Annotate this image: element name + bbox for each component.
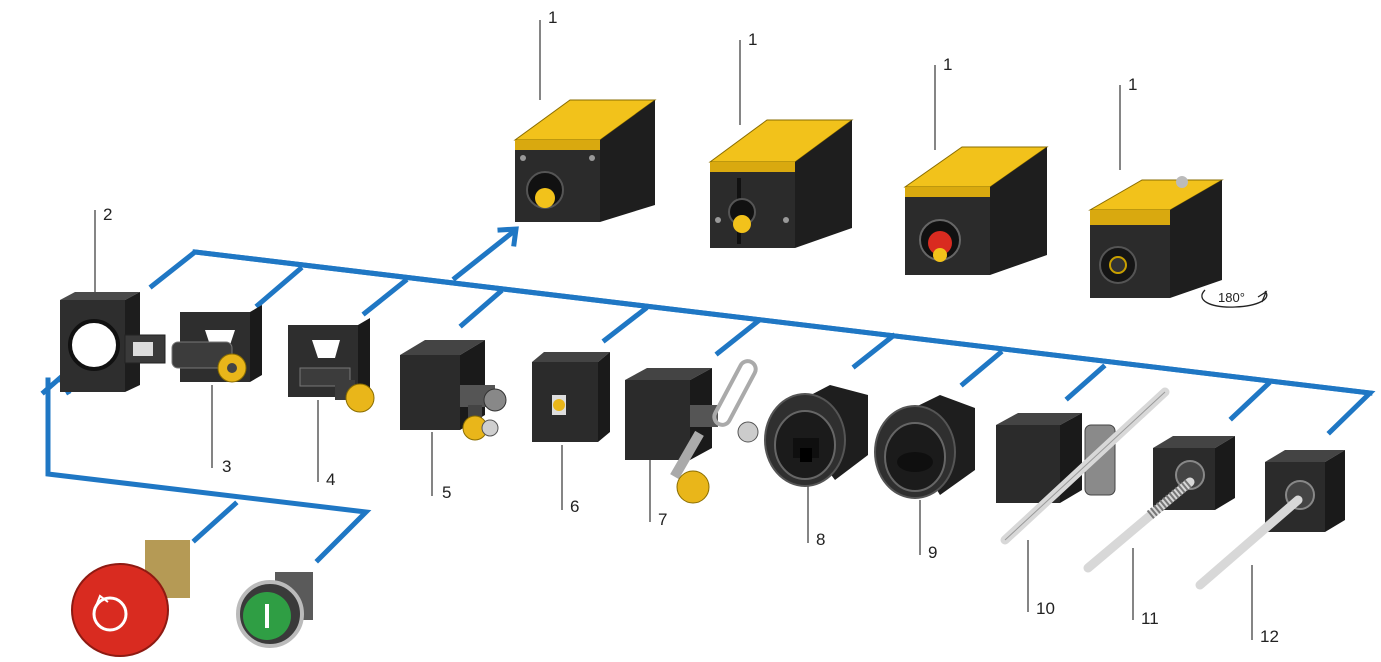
label-part-12: 12 [1260, 627, 1279, 646]
label-part-8: 8 [816, 530, 825, 549]
label-switch-1d: 1 [1128, 75, 1137, 94]
label-part-2: 2 [103, 205, 112, 224]
label-part-9: 9 [928, 543, 937, 562]
limit-switch-plunger [513, 99, 657, 222]
label-part-3: 3 [222, 457, 231, 476]
part-4-roller-lever-plate [288, 318, 375, 413]
label-part-10: 10 [1036, 599, 1055, 618]
label-part-7: 7 [658, 510, 667, 529]
label-switch-1c: 1 [943, 55, 952, 74]
rotation-indicator: 180° [1201, 289, 1268, 308]
emergency-stop-button [71, 540, 190, 657]
part-7-adjustable-rod-lever [625, 359, 759, 504]
label-part-4: 4 [326, 470, 335, 489]
part-9-rotary-head [874, 395, 975, 499]
limit-switch-connector [1088, 176, 1224, 298]
lower-rail [45, 377, 372, 564]
release-arrow-icon [92, 596, 128, 632]
part-5-roller-lever-head [400, 340, 507, 441]
label-part-5: 5 [442, 483, 451, 502]
part-3-roller-lever-plate [171, 305, 262, 383]
part-8-rotary-head [764, 385, 868, 487]
label-part-6: 6 [570, 497, 579, 516]
label-part-11: 11 [1141, 609, 1159, 628]
rotation-arrow-icon [1201, 289, 1268, 308]
leader-lines [94, 20, 1253, 640]
rail-upper-branch [192, 249, 1373, 396]
connector-lines [45, 228, 1376, 564]
label-switch-1a: 1 [548, 8, 557, 27]
part-12-rod [1195, 450, 1345, 590]
limit-switch-slot-plunger [708, 119, 854, 248]
rotation-label: 180° [1218, 290, 1245, 305]
part-10-rod-lever [996, 387, 1170, 545]
part-number-labels: 1 1 1 1 2 3 4 5 6 7 8 9 10 11 12 [103, 8, 1279, 646]
part-2-mounting-bracket [60, 292, 166, 392]
arrow-to-switch [451, 228, 517, 282]
green-push-button [236, 572, 313, 648]
part-6-plunger-head [532, 352, 610, 442]
limit-switch-red-plunger [903, 146, 1049, 275]
label-switch-1b: 1 [748, 30, 757, 49]
arrow-head-switch [497, 226, 519, 247]
on-symbol-icon [265, 604, 269, 628]
part-11-spring-rod [1083, 436, 1235, 573]
